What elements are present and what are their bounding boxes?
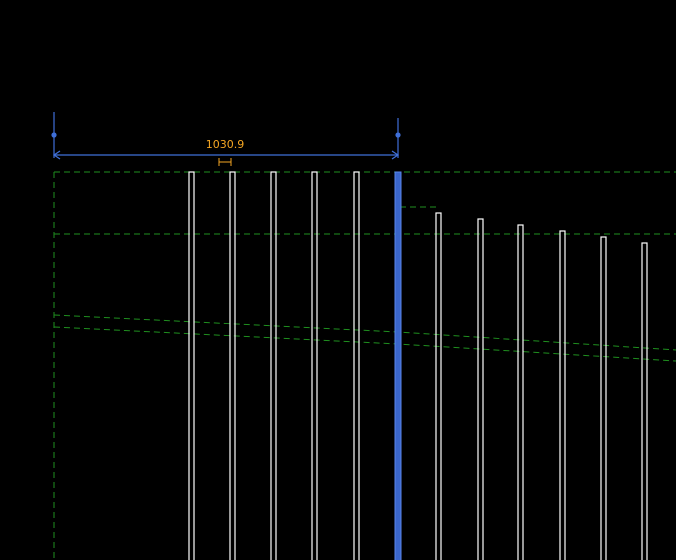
post[interactable] bbox=[188, 171, 195, 560]
dimension-annotation[interactable] bbox=[51, 112, 401, 160]
posts bbox=[188, 171, 648, 560]
dimension-arrow-left bbox=[52, 150, 61, 160]
dimension-text-grip-icon[interactable] bbox=[218, 158, 232, 166]
dimension-grip-left[interactable] bbox=[51, 132, 57, 138]
selected-post[interactable] bbox=[394, 171, 402, 560]
post[interactable] bbox=[311, 171, 318, 560]
post[interactable] bbox=[229, 171, 236, 560]
post[interactable] bbox=[641, 242, 648, 560]
post[interactable] bbox=[435, 212, 442, 560]
post[interactable] bbox=[477, 218, 484, 560]
post[interactable] bbox=[270, 171, 277, 560]
post[interactable] bbox=[353, 171, 360, 560]
post[interactable] bbox=[600, 236, 607, 560]
dimension-arrow-right bbox=[391, 150, 400, 160]
post[interactable] bbox=[517, 224, 524, 560]
dimension-grip-right[interactable] bbox=[395, 132, 401, 138]
dimension-value: 1030.9 bbox=[206, 138, 245, 151]
post[interactable] bbox=[559, 230, 566, 560]
